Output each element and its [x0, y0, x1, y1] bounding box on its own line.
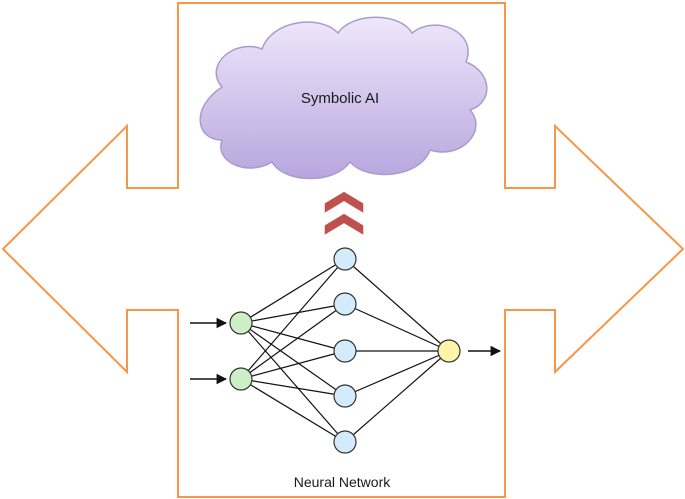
hidden-node [333, 339, 357, 363]
input-arrows [190, 317, 228, 385]
network-edge [240, 378, 346, 397]
cloud-label: Symbolic AI [301, 90, 379, 107]
network-edges [240, 258, 450, 443]
upward-chevrons [323, 190, 365, 238]
network-edge [240, 322, 346, 352]
network-edge [344, 350, 450, 397]
cloud-shape [199, 16, 488, 180]
network-edge [240, 378, 346, 443]
network-edge [240, 303, 346, 380]
symbolic-ai-cloud: Symbolic AI [199, 16, 488, 180]
hidden-node [333, 247, 357, 271]
network-edge [240, 258, 346, 324]
hidden-node [333, 384, 357, 408]
network-edge [344, 350, 450, 443]
input-node [229, 367, 253, 391]
network-edge [240, 350, 346, 380]
network-edge [240, 303, 346, 324]
output-node [437, 339, 461, 363]
network-edge [240, 322, 346, 443]
network-edge [344, 303, 450, 352]
hidden-node [333, 292, 357, 316]
chevron-up-icon [323, 190, 365, 216]
input-node [229, 311, 253, 335]
hidden-node [333, 430, 357, 454]
network-nodes [229, 247, 461, 454]
network-edge [344, 258, 450, 352]
network-edge [240, 322, 346, 397]
network-edge [240, 258, 346, 380]
chevron-up-icon [323, 212, 365, 238]
neural-network-label: Neural Network [294, 474, 391, 490]
